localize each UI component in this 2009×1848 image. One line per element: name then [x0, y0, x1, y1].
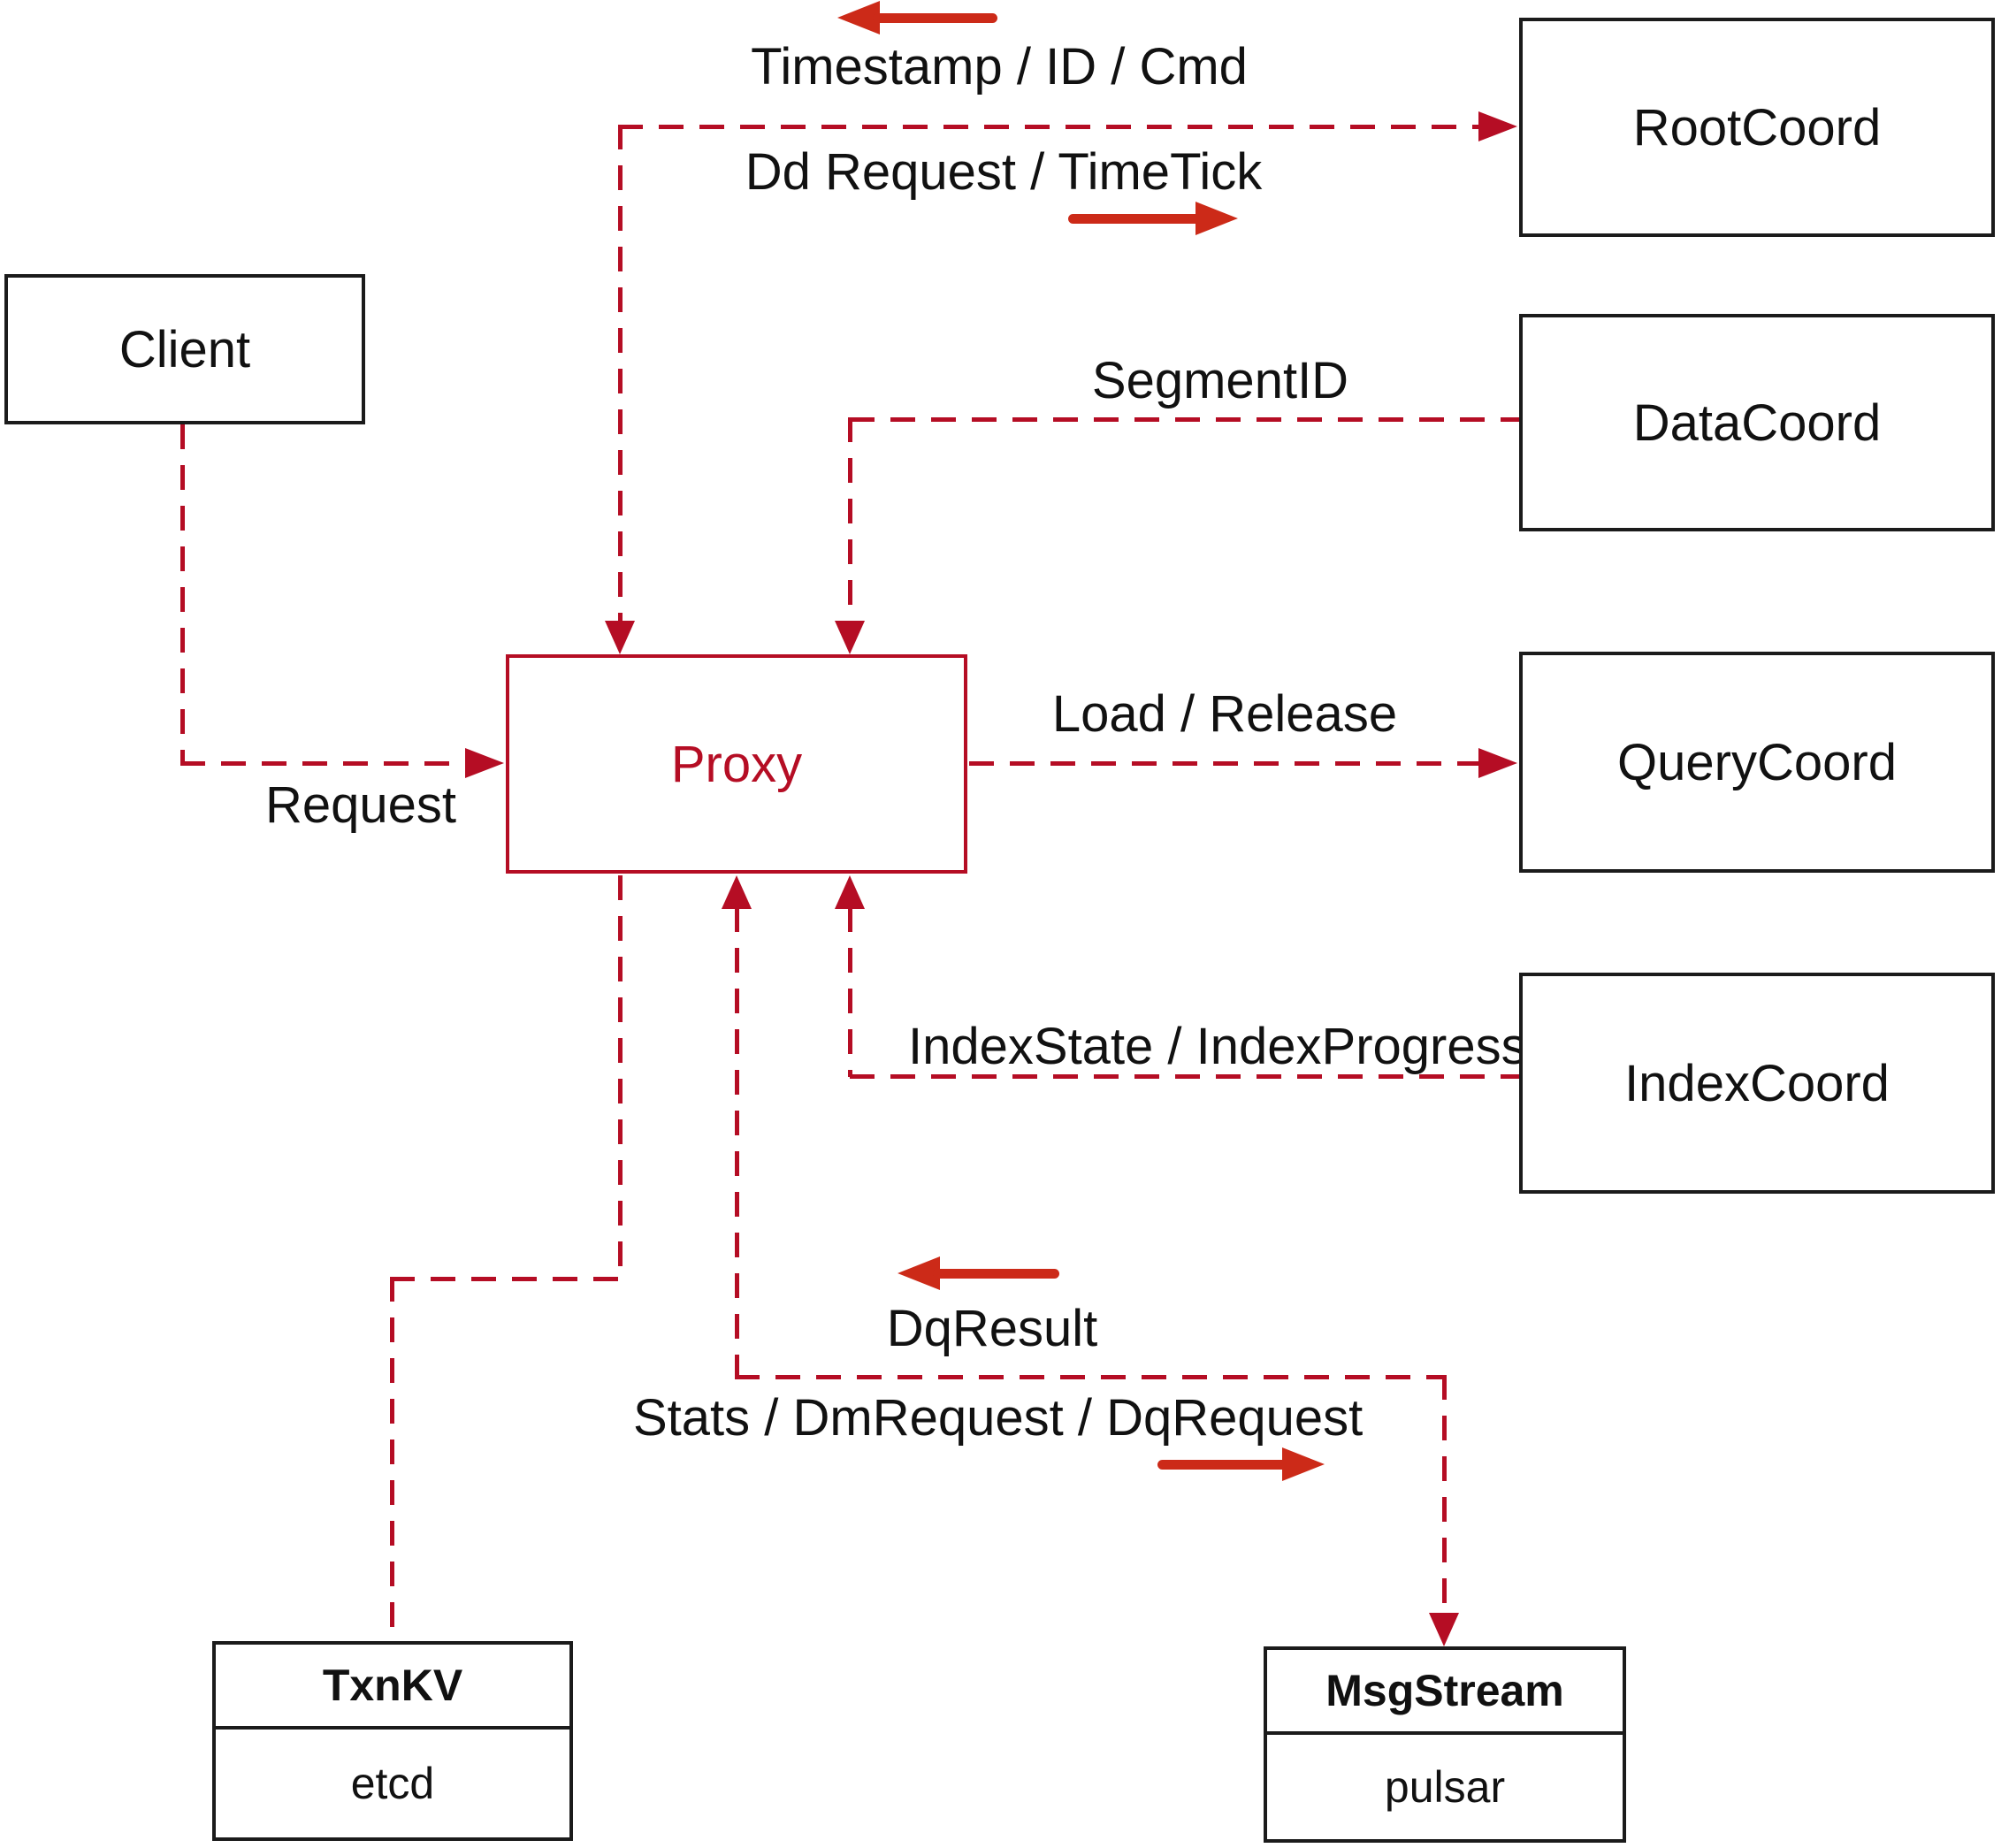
arrowhead-into-proxy-top-right — [835, 621, 865, 654]
edge-proxy-querycoord-horizontal — [969, 761, 1478, 766]
rootcoord-node: RootCoord — [1519, 18, 1995, 237]
arrowhead-into-querycoord — [1478, 748, 1517, 778]
edge-proxy-txnkv-horizontal — [390, 1277, 623, 1281]
arrowhead-into-proxy-top-left — [605, 621, 635, 654]
txnkv-impl: etcd — [350, 1759, 435, 1808]
msgstream-node: MsgStream pulsar — [1264, 1646, 1626, 1843]
txnkv-node: TxnKV etcd — [212, 1641, 573, 1841]
indexcoord-label: IndexCoord — [1624, 1054, 1890, 1112]
edge-proxy-rootcoord-vertical — [618, 125, 623, 622]
edge-label-index-state: IndexState / IndexProgress — [908, 1018, 1527, 1075]
querycoord-label: QueryCoord — [1617, 733, 1897, 791]
arrow-shaft — [1068, 213, 1203, 224]
edge-datacoord-proxy-vertical — [848, 417, 852, 622]
client-label: Client — [118, 320, 251, 378]
edge-label-dd-request: Dd Request / TimeTick — [745, 143, 1263, 201]
edge-label-load-release: Load / Release — [1051, 685, 1398, 743]
msgstream-title: MsgStream — [1267, 1650, 1623, 1735]
edge-client-proxy-vertical — [180, 424, 185, 763]
arrow-shaft — [1157, 1459, 1289, 1470]
datacoord-label: DataCoord — [1632, 393, 1882, 452]
edge-label-timestamp: Timestamp / ID / Cmd — [751, 38, 1248, 95]
arrowhead-into-proxy-left — [465, 748, 504, 778]
arrow-left-icon — [898, 1256, 1059, 1290]
edge-datacoord-proxy-horizontal — [850, 417, 1519, 422]
arrowhead-into-proxy-bottom-left — [722, 875, 752, 909]
edge-proxy-msgstream-vertical-2 — [1442, 1375, 1447, 1613]
arrow-left-icon — [837, 1, 997, 34]
arrow-right-head-icon — [1282, 1447, 1325, 1481]
edge-proxy-msgstream-vertical-1 — [735, 907, 739, 1377]
edge-client-proxy-horizontal — [180, 761, 465, 766]
client-node: Client — [4, 274, 365, 424]
edge-proxy-rootcoord-horizontal — [618, 125, 1478, 129]
arrow-shaft — [933, 1268, 1059, 1279]
edge-label-segment-id: SegmentID — [1091, 352, 1349, 409]
edge-proxy-txnkv-vertical-2 — [390, 1277, 394, 1641]
edge-proxy-txnkv-vertical-1 — [618, 875, 623, 1279]
edge-label-stats: Stats / DmRequest / DqRequest — [633, 1389, 1364, 1447]
arrow-right-head-icon — [1195, 202, 1238, 235]
txnkv-title: TxnKV — [216, 1645, 569, 1730]
arrow-shaft — [873, 12, 997, 23]
arrowhead-into-rootcoord — [1478, 111, 1517, 141]
edge-label-dq-result: DqResult — [886, 1300, 1098, 1357]
edge-label-request: Request — [264, 776, 457, 834]
querycoord-node: QueryCoord — [1519, 652, 1995, 873]
arrowhead-into-proxy-bottom-right — [835, 875, 865, 909]
edge-proxy-msgstream-horizontal — [735, 1375, 1447, 1379]
edge-indexcoord-proxy-vertical — [848, 907, 852, 1077]
arrow-right-icon — [1157, 1447, 1325, 1481]
datacoord-node: DataCoord — [1519, 314, 1995, 531]
rootcoord-label: RootCoord — [1632, 98, 1882, 157]
indexcoord-node: IndexCoord — [1519, 973, 1995, 1194]
proxy-node: Proxy — [506, 654, 967, 874]
proxy-label: Proxy — [670, 735, 803, 793]
arrow-right-icon — [1068, 202, 1238, 235]
arrowhead-into-msgstream — [1429, 1613, 1459, 1646]
msgstream-impl: pulsar — [1384, 1762, 1506, 1812]
edge-indexcoord-proxy-horizontal — [850, 1074, 1519, 1079]
